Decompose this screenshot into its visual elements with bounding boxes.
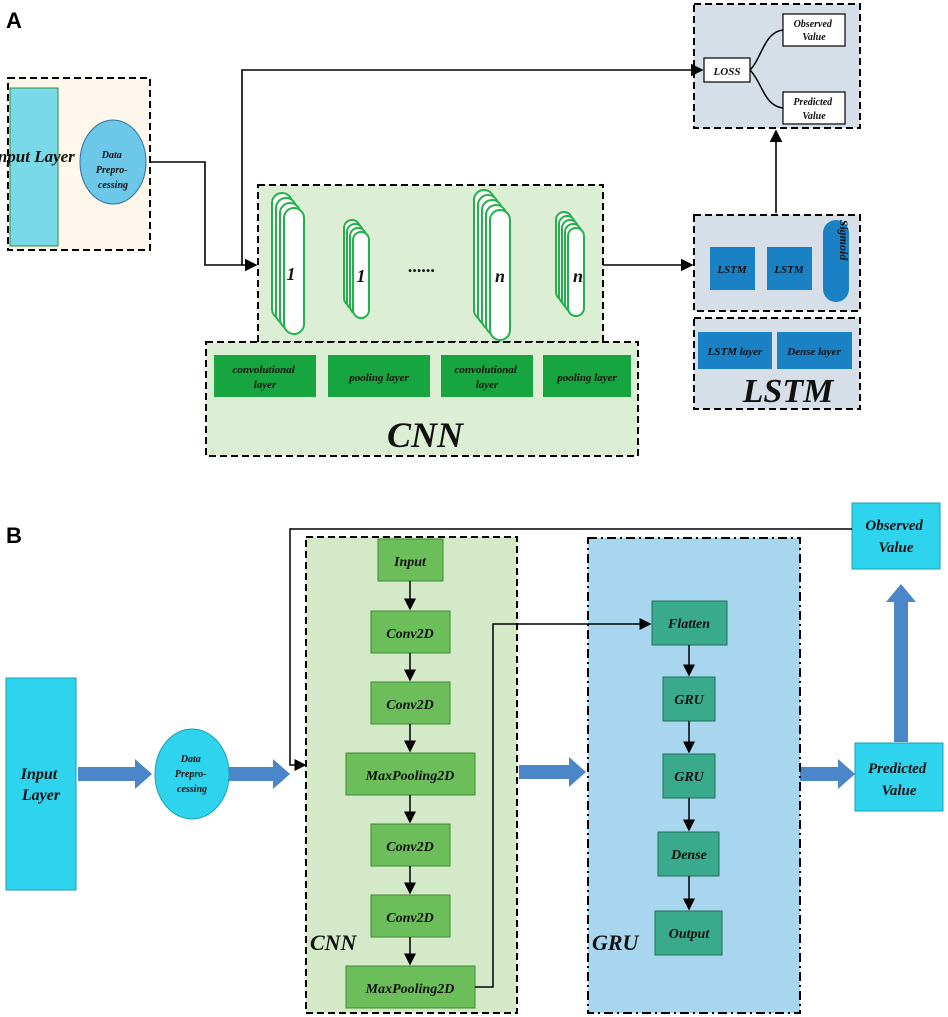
a-lstm-cell-1: LSTM xyxy=(716,264,748,276)
b-output-boxes xyxy=(851,502,944,812)
a-feature-map-stack-1 xyxy=(271,192,305,335)
b-gru-output: Output xyxy=(669,927,711,942)
b-input-layer-label: Input Layer xyxy=(20,766,61,804)
a-observed-value: Observed Value xyxy=(794,19,835,43)
b-cnn-maxpool-2: MaxPooling2D xyxy=(365,982,455,997)
b-cnn-conv2d-4: Conv2D xyxy=(386,911,433,926)
panel-b-label: B xyxy=(6,523,22,548)
b-gru-gru-1: GRU xyxy=(674,693,704,708)
a-lstm-title: LSTM xyxy=(742,373,835,410)
a-input-block: Input Layer Data Prepro- cessing xyxy=(0,77,151,251)
b-predicted-value: Predicted Value xyxy=(868,761,930,799)
a-feature-map-2: 1 xyxy=(357,266,366,286)
panel-a-label: A xyxy=(6,8,22,33)
a-lstm-layer-label: LSTM layer xyxy=(707,346,763,358)
a-cnn-layers-region xyxy=(205,341,639,457)
a-cnn-feature-region xyxy=(257,184,604,343)
a-feature-map-ellipsis: ...... xyxy=(409,256,436,276)
a-cnn-layer-1: convolutional layer xyxy=(232,364,297,391)
a-predicted-value: Predicted Value xyxy=(793,97,834,122)
a-loss-block xyxy=(693,3,861,129)
a-sigmoid-label: Sigmoid xyxy=(837,220,851,262)
b-gru-stack-boxes xyxy=(651,600,728,956)
a-feature-map-3: n xyxy=(495,266,505,286)
b-cnn-stack-boxes xyxy=(345,538,476,1009)
a-feature-map-stack-3 xyxy=(473,189,511,341)
b-data-preprocessing-label: Data Prepro- cessing xyxy=(175,754,209,795)
a-feature-map-1: 1 xyxy=(287,264,296,284)
a-lstm-cell-2: LSTM xyxy=(773,264,805,276)
b-gru-dense: Dense xyxy=(670,848,707,863)
a-cnn-layer-3: convolutional layer xyxy=(454,364,519,391)
a-feature-map-stack-4 xyxy=(555,211,585,317)
b-gru-title: GRU xyxy=(592,930,640,955)
b-input-layer xyxy=(5,677,77,891)
a-cnn-layer-4: pooling layer xyxy=(556,372,617,384)
a-feature-map-4: n xyxy=(573,266,583,286)
a-dense-layer-label: Dense layer xyxy=(786,346,841,358)
a-lstm-block xyxy=(693,214,861,410)
a-loss-label: LOSS xyxy=(713,66,741,78)
a-connectors xyxy=(150,63,783,272)
b-cnn-title: CNN xyxy=(310,930,358,955)
a-input-layer-label: Input Layer xyxy=(0,147,75,166)
b-connectors xyxy=(289,528,852,988)
b-gru-flatten: Flatten xyxy=(667,617,710,632)
b-cnn-input: Input xyxy=(393,555,427,570)
a-cnn-layer-2: pooling layer xyxy=(348,372,409,384)
b-cnn-conv2d-2: Conv2D xyxy=(386,698,433,713)
a-cnn-title: CNN xyxy=(387,415,465,455)
b-cnn-conv2d-1: Conv2D xyxy=(386,627,433,642)
a-data-preprocessing-label: Data Prepro- cessing xyxy=(96,150,130,191)
b-cnn-conv2d-3: Conv2D xyxy=(386,840,433,855)
b-gru-gru-2: GRU xyxy=(674,770,704,785)
b-observed-value: Observed Value xyxy=(865,518,926,556)
b-cnn-maxpool-1: MaxPooling2D xyxy=(365,769,455,784)
b-block-arrows xyxy=(78,584,916,789)
a-feature-map-stack-2 xyxy=(343,219,370,319)
